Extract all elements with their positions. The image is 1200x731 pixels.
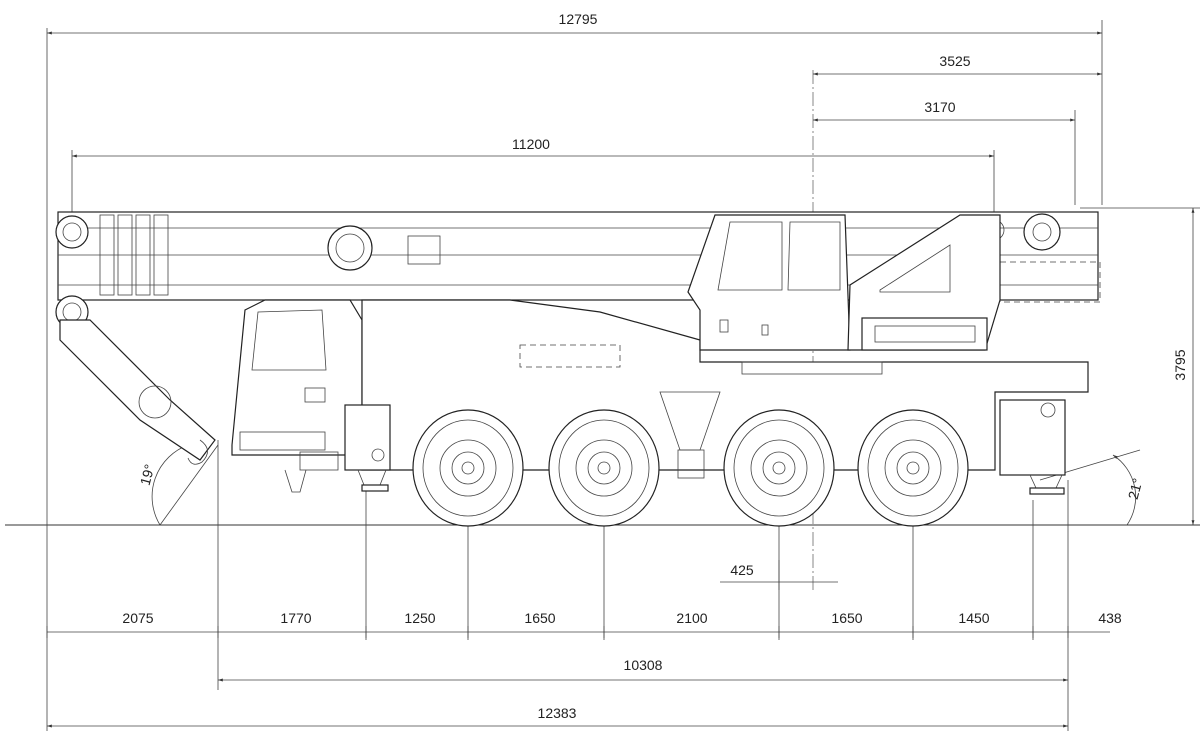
superstructure (687, 214, 1001, 351)
dim-slewing-offset: 425 (730, 562, 754, 578)
angle-departure: 21° (1125, 476, 1146, 501)
dim-front-to-axle: 1770 (280, 610, 311, 626)
hook-block (59, 319, 216, 465)
dim-axle-2-3: 2100 (676, 610, 707, 626)
dim-axle-3-4: 1650 (831, 610, 862, 626)
dim-boom-length: 11200 (512, 136, 550, 152)
front-outrigger (344, 404, 391, 492)
dim-rear-overhang-top: 3525 (939, 53, 970, 69)
dim-superstructure-tail: 3170 (924, 99, 955, 115)
crane-body (55, 211, 1101, 527)
dim-outrigger-span: 10308 (624, 657, 663, 673)
dim-to-first-axle: 1250 (404, 610, 435, 626)
wheel-4 (857, 409, 969, 527)
driver-cab (231, 299, 363, 493)
angle-labels: 19° 21° (137, 462, 1146, 501)
wheel-1 (412, 409, 524, 527)
dim-height: 3795 (1172, 349, 1188, 380)
dim-overall-base: 12383 (538, 705, 577, 721)
dimension-labels: 12795 3525 3170 11200 3795 2075 1770 125… (122, 11, 1188, 721)
dim-rear-axle-outrigger: 1450 (958, 610, 989, 626)
dim-overall-length: 12795 (559, 11, 598, 27)
dim-axle-1-2: 1650 (524, 610, 555, 626)
dimension-lines (46, 31, 1195, 728)
wheels (412, 409, 969, 527)
angle-approach: 19° (137, 462, 158, 487)
dim-front-overhang: 2075 (122, 610, 153, 626)
wheel-2 (548, 409, 660, 527)
wheel-3 (723, 409, 835, 527)
dim-rear-tail: 438 (1098, 610, 1122, 626)
rear-outrigger (999, 399, 1066, 495)
